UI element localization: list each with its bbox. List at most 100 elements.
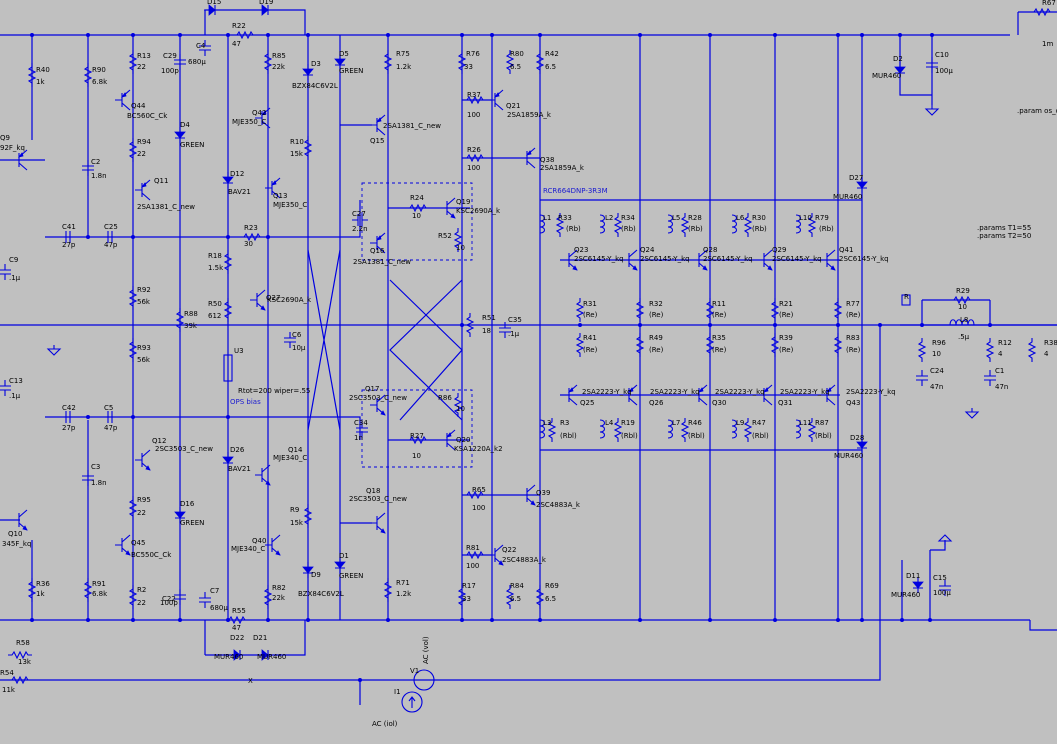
transistor-ref-q31: Q31: [778, 399, 792, 407]
diode-value-d28: MUR460: [834, 452, 863, 460]
transistor-value-q42: MJE350_C: [232, 118, 266, 126]
resistor-value-r90: 6.8k: [92, 78, 108, 86]
resistor-ref-r55: R55: [232, 607, 246, 615]
capacitor-ref-c6: C6: [292, 331, 302, 339]
resistor-value-r21: (Re): [779, 311, 794, 319]
capacitor-value-c42: 27p: [62, 424, 76, 432]
capacitor-ref-c10: C10: [935, 51, 949, 59]
resistor-ref-r76: R76: [466, 50, 480, 58]
capacitor-ref-c15: C15: [933, 574, 947, 582]
resistor-ref-r29: R29: [956, 287, 970, 295]
transistor-value-q22: 2SC4883A_k: [502, 556, 547, 564]
transistor-value-q45: BC550C_Ck: [131, 551, 172, 559]
resistor-ref-r31: R31: [583, 300, 597, 308]
resistor-value-r55: 47: [232, 624, 241, 632]
transistor-value-q10: 345F_kq: [2, 540, 31, 548]
resistor-ref-r9: R9: [290, 506, 299, 514]
resistor-ref-r19: R19: [621, 419, 635, 427]
transistor-value-q28: 2SC6145-Y_kq: [703, 255, 753, 263]
transistor-value-q18: 2SC3503_C_new: [349, 495, 407, 503]
param-os-text: .param os_c: [1017, 107, 1057, 115]
resistor-value-r65: 100: [472, 504, 485, 512]
param-t2-text: .params T2=50: [977, 232, 1031, 240]
resistor-ref-r18: R18: [208, 252, 222, 260]
capacitor-value-c24: 47n: [930, 383, 943, 391]
v1-label: V1: [410, 667, 419, 675]
diode-value-d11: MUR460: [891, 591, 920, 599]
resistor-value-r26: 100: [467, 164, 480, 172]
diode-value-d4: GREEN: [180, 141, 204, 149]
capacitor-ref-c3: C3: [91, 463, 100, 471]
resistor-value-r39: (Re): [779, 346, 794, 354]
resistor-ref-r52: R52: [438, 232, 452, 240]
diode-ref-d28: D28: [850, 434, 864, 442]
u3-label: U3: [234, 347, 244, 355]
transistor-ref-q38: Q38: [540, 156, 554, 164]
transistor-ref-q28: Q28: [703, 246, 717, 254]
capacitor-value-c4: 680µ: [188, 58, 206, 66]
transistor-value-q13: MJE350_C: [273, 201, 307, 209]
transistor-value-q26: 2SA2223-Y_kq: [650, 388, 700, 396]
capacitor-ref-c1: C1: [995, 367, 1004, 375]
u3-potentiometer: [223, 354, 233, 382]
capacitor-value-c29: 100p: [161, 67, 179, 75]
resistor-ref-r38: R38: [1044, 339, 1057, 347]
resistor-ref-r65: R65: [472, 486, 486, 494]
resistor-ref-r34: R34: [621, 214, 635, 222]
diode-value-d26: BAV21: [228, 465, 251, 473]
resistor-value-r42: 6.5: [545, 63, 556, 71]
resistor-ref-r81: R81: [466, 544, 480, 552]
transistor-value-q19: KSC2690A_k: [456, 207, 501, 215]
resistor-value-r31: (Re): [583, 311, 598, 319]
capacitor-ref-c24: C24: [930, 367, 944, 375]
transistor-ref-q41: Q41: [839, 246, 853, 254]
transistor-value-q23: 2SC6145-Y_kq: [574, 255, 624, 263]
resistor-value-r50: 612: [208, 312, 221, 320]
inductor-ref-l5: L5: [672, 214, 680, 222]
resistor-value-r88: 39k: [184, 322, 198, 330]
resistor-ref-r40: R40: [36, 66, 50, 74]
capacitor-value-c15: 100µ: [933, 589, 951, 597]
resistor-value-r13: 22: [137, 63, 146, 71]
resistor-value-r95: 22: [137, 509, 146, 517]
capacitor-value-c22: 100p: [160, 599, 178, 607]
resistor-ref-r87: R87: [815, 419, 829, 427]
capacitor-value-c41: 27p: [62, 241, 76, 249]
resistor-ref-r3: R3: [560, 419, 569, 427]
resistor-value-r82: 22k: [272, 594, 286, 602]
resistor-ref-r11: R11: [712, 300, 726, 308]
transistor-ref-q18: Q18: [366, 487, 380, 495]
diode-value-d21: MUR460: [257, 653, 286, 661]
pot-params-label: Rtot=200 wiper=.55: [238, 387, 310, 395]
capacitor-ref-c4: C4: [196, 42, 206, 50]
transistor-ref-q43: Q43: [846, 399, 860, 407]
diode-value-d9: BZX84C6V2L: [298, 590, 344, 598]
resistor-value-r40: 1k: [36, 78, 45, 86]
resistor-value-r51: 18: [482, 327, 491, 335]
resistor-ref-r27: R27: [410, 432, 424, 440]
capacitor-value-c27: 2.2n: [352, 225, 368, 233]
transistor-value-q14: MJE340_C: [273, 454, 307, 462]
transistor-value-q27: KSC2690A_k: [267, 296, 312, 304]
transistor-ref-q30: Q30: [712, 399, 726, 407]
resistor-value-r10: 15k: [290, 150, 304, 158]
capacitor-value-c1: 47n: [995, 383, 1008, 391]
capacitor-value-c34: 1n: [354, 434, 363, 442]
resistor-value-r36: 1k: [36, 590, 45, 598]
transistor-value-q12: 2SC3503_C_new: [155, 445, 213, 453]
resistor-ref-r10: R10: [290, 138, 304, 146]
capacitor-value-c35: .1µ: [508, 330, 520, 338]
capacitor-value-c2: 1.8n: [91, 172, 107, 180]
diode-value-d22: MUR460: [214, 653, 243, 661]
diode-ref-d5: D5: [339, 50, 349, 58]
resistor-value-r71: 1.2k: [396, 590, 412, 598]
capacitor-ref-c27: C27: [352, 210, 366, 218]
resistor-ref-r26: R26: [467, 146, 481, 154]
inductor-ref-l10: L10: [799, 214, 812, 222]
resistor-ref-r91: R91: [92, 580, 106, 588]
resistor-value-r11: (Re): [712, 311, 727, 319]
transistor-ref-q12: Q12: [152, 437, 166, 445]
resistor-ref-r90: R90: [92, 66, 106, 74]
resistor-value-r87: (Rbl): [815, 432, 832, 440]
resistor-ref-r88: R88: [184, 310, 198, 318]
